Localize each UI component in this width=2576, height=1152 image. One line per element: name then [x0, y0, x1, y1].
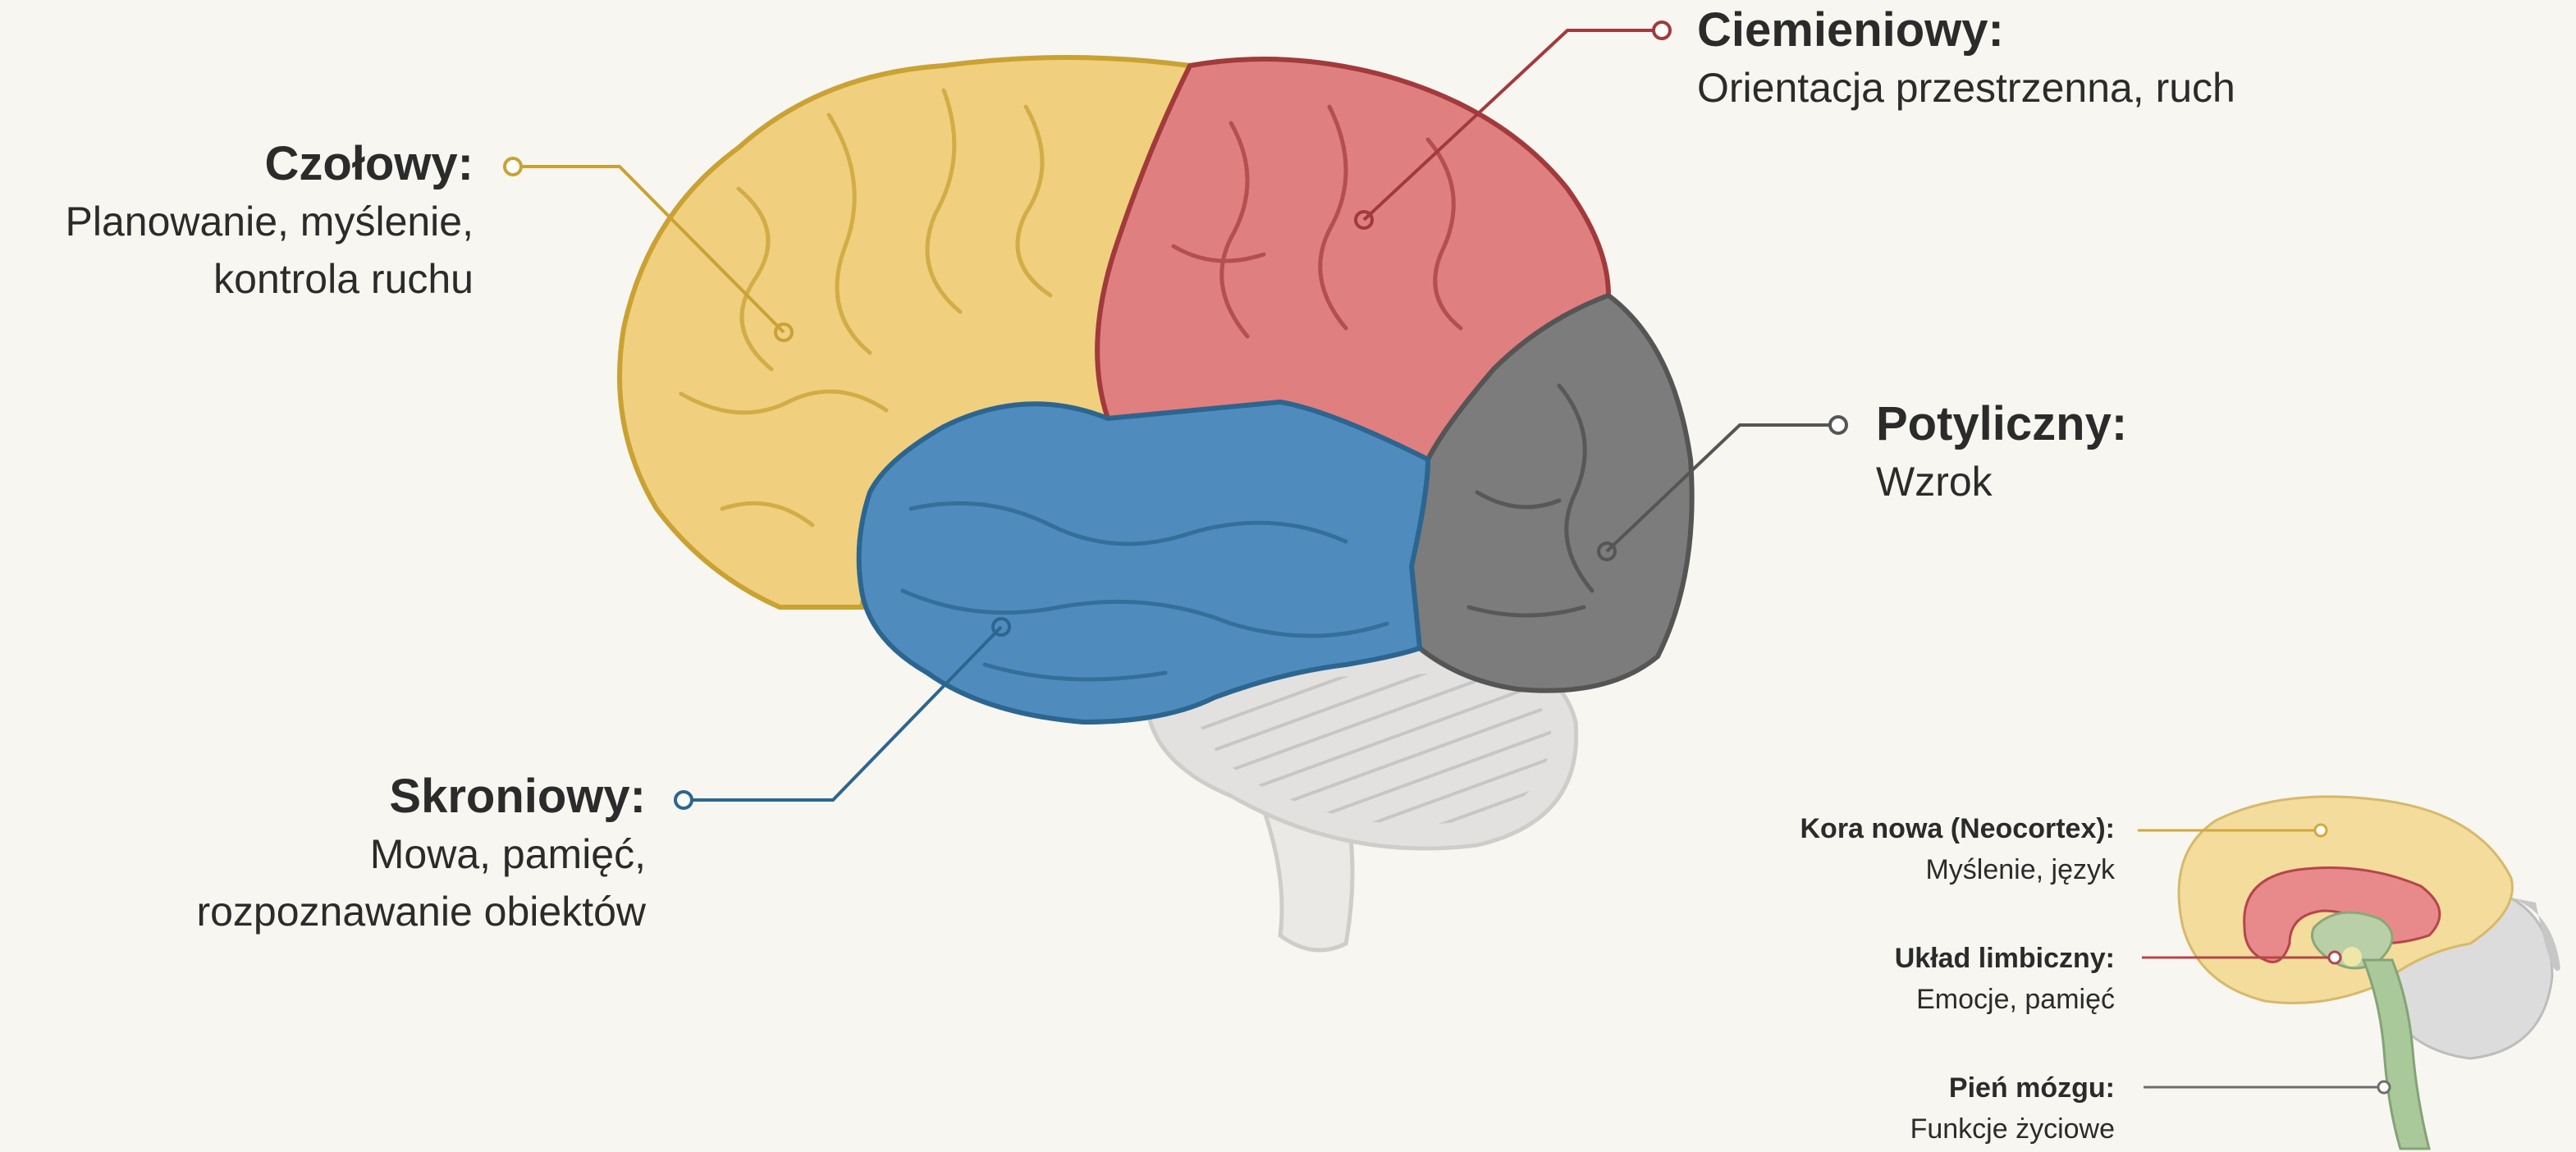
brainstem-label: Pień mózgu: Funkcje życiowe: [1910, 1067, 2115, 1150]
neocortex-title: Kora nowa (Neocortex):: [1800, 808, 2116, 849]
inset-brain: [2179, 797, 2560, 1149]
neocortex-label: Kora nowa (Neocortex): Myślenie, język: [1800, 808, 2116, 890]
limbic-title: Układ limbiczny:: [1895, 938, 2115, 979]
limbic-desc: Emocje, pamięć: [1895, 979, 2115, 1020]
limbic-label: Układ limbiczny: Emocje, pamięć: [1895, 938, 2115, 1020]
brainstem-leader: [2144, 1081, 2390, 1093]
occipital-label: Potyliczny: Wzrok: [1876, 395, 2127, 510]
temporal-label: Skroniowy: Mowa, pamięć, rozpoznawanie o…: [196, 768, 646, 940]
occipital-title: Potyliczny:: [1876, 395, 2127, 453]
temporal-desc-line1: Mowa, pamięć,: [196, 825, 646, 883]
frontal-desc-line1: Planowanie, myślenie,: [66, 193, 474, 250]
frontal-label: Czołowy: Planowanie, myślenie, kontrola …: [66, 135, 474, 308]
brainstem-title: Pień mózgu:: [1910, 1067, 2115, 1109]
inset-thalamus: [2342, 947, 2362, 967]
parietal-label: Ciemieniowy: Orientacja przestrzenna, ru…: [1697, 2, 2235, 117]
occipital-desc: Wzrok: [1876, 453, 2127, 510]
neocortex-desc: Myślenie, język: [1800, 849, 2116, 890]
parietal-title: Ciemieniowy:: [1697, 2, 2235, 59]
frontal-desc-line2: kontrola ruchu: [66, 250, 474, 308]
brainstem-desc: Funkcje życiowe: [1910, 1109, 2115, 1150]
temporal-desc-line2: rozpoznawanie obiektów: [196, 883, 646, 940]
temporal-title: Skroniowy:: [196, 768, 646, 825]
frontal-title: Czołowy:: [66, 135, 474, 193]
parietal-desc: Orientacja przestrzenna, ruch: [1697, 59, 2235, 117]
